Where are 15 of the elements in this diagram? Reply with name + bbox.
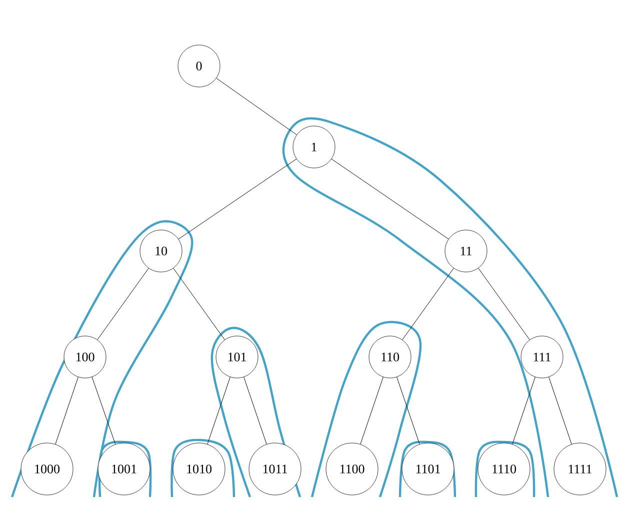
tree-edge <box>173 268 225 340</box>
tree-edge <box>97 268 149 340</box>
tree-edge <box>396 376 420 444</box>
tree-edge <box>178 158 297 240</box>
tree-edge <box>512 376 536 444</box>
tree-edge <box>216 78 297 136</box>
tree-edge <box>360 376 384 444</box>
tree-edge <box>244 376 267 444</box>
tree-edge <box>402 268 454 340</box>
tree-edge <box>331 158 449 240</box>
tree-edge <box>207 376 230 444</box>
tree-edge <box>92 376 116 444</box>
tree-edge <box>478 268 530 340</box>
tree-edge <box>55 376 78 444</box>
tree-edge <box>548 376 572 444</box>
